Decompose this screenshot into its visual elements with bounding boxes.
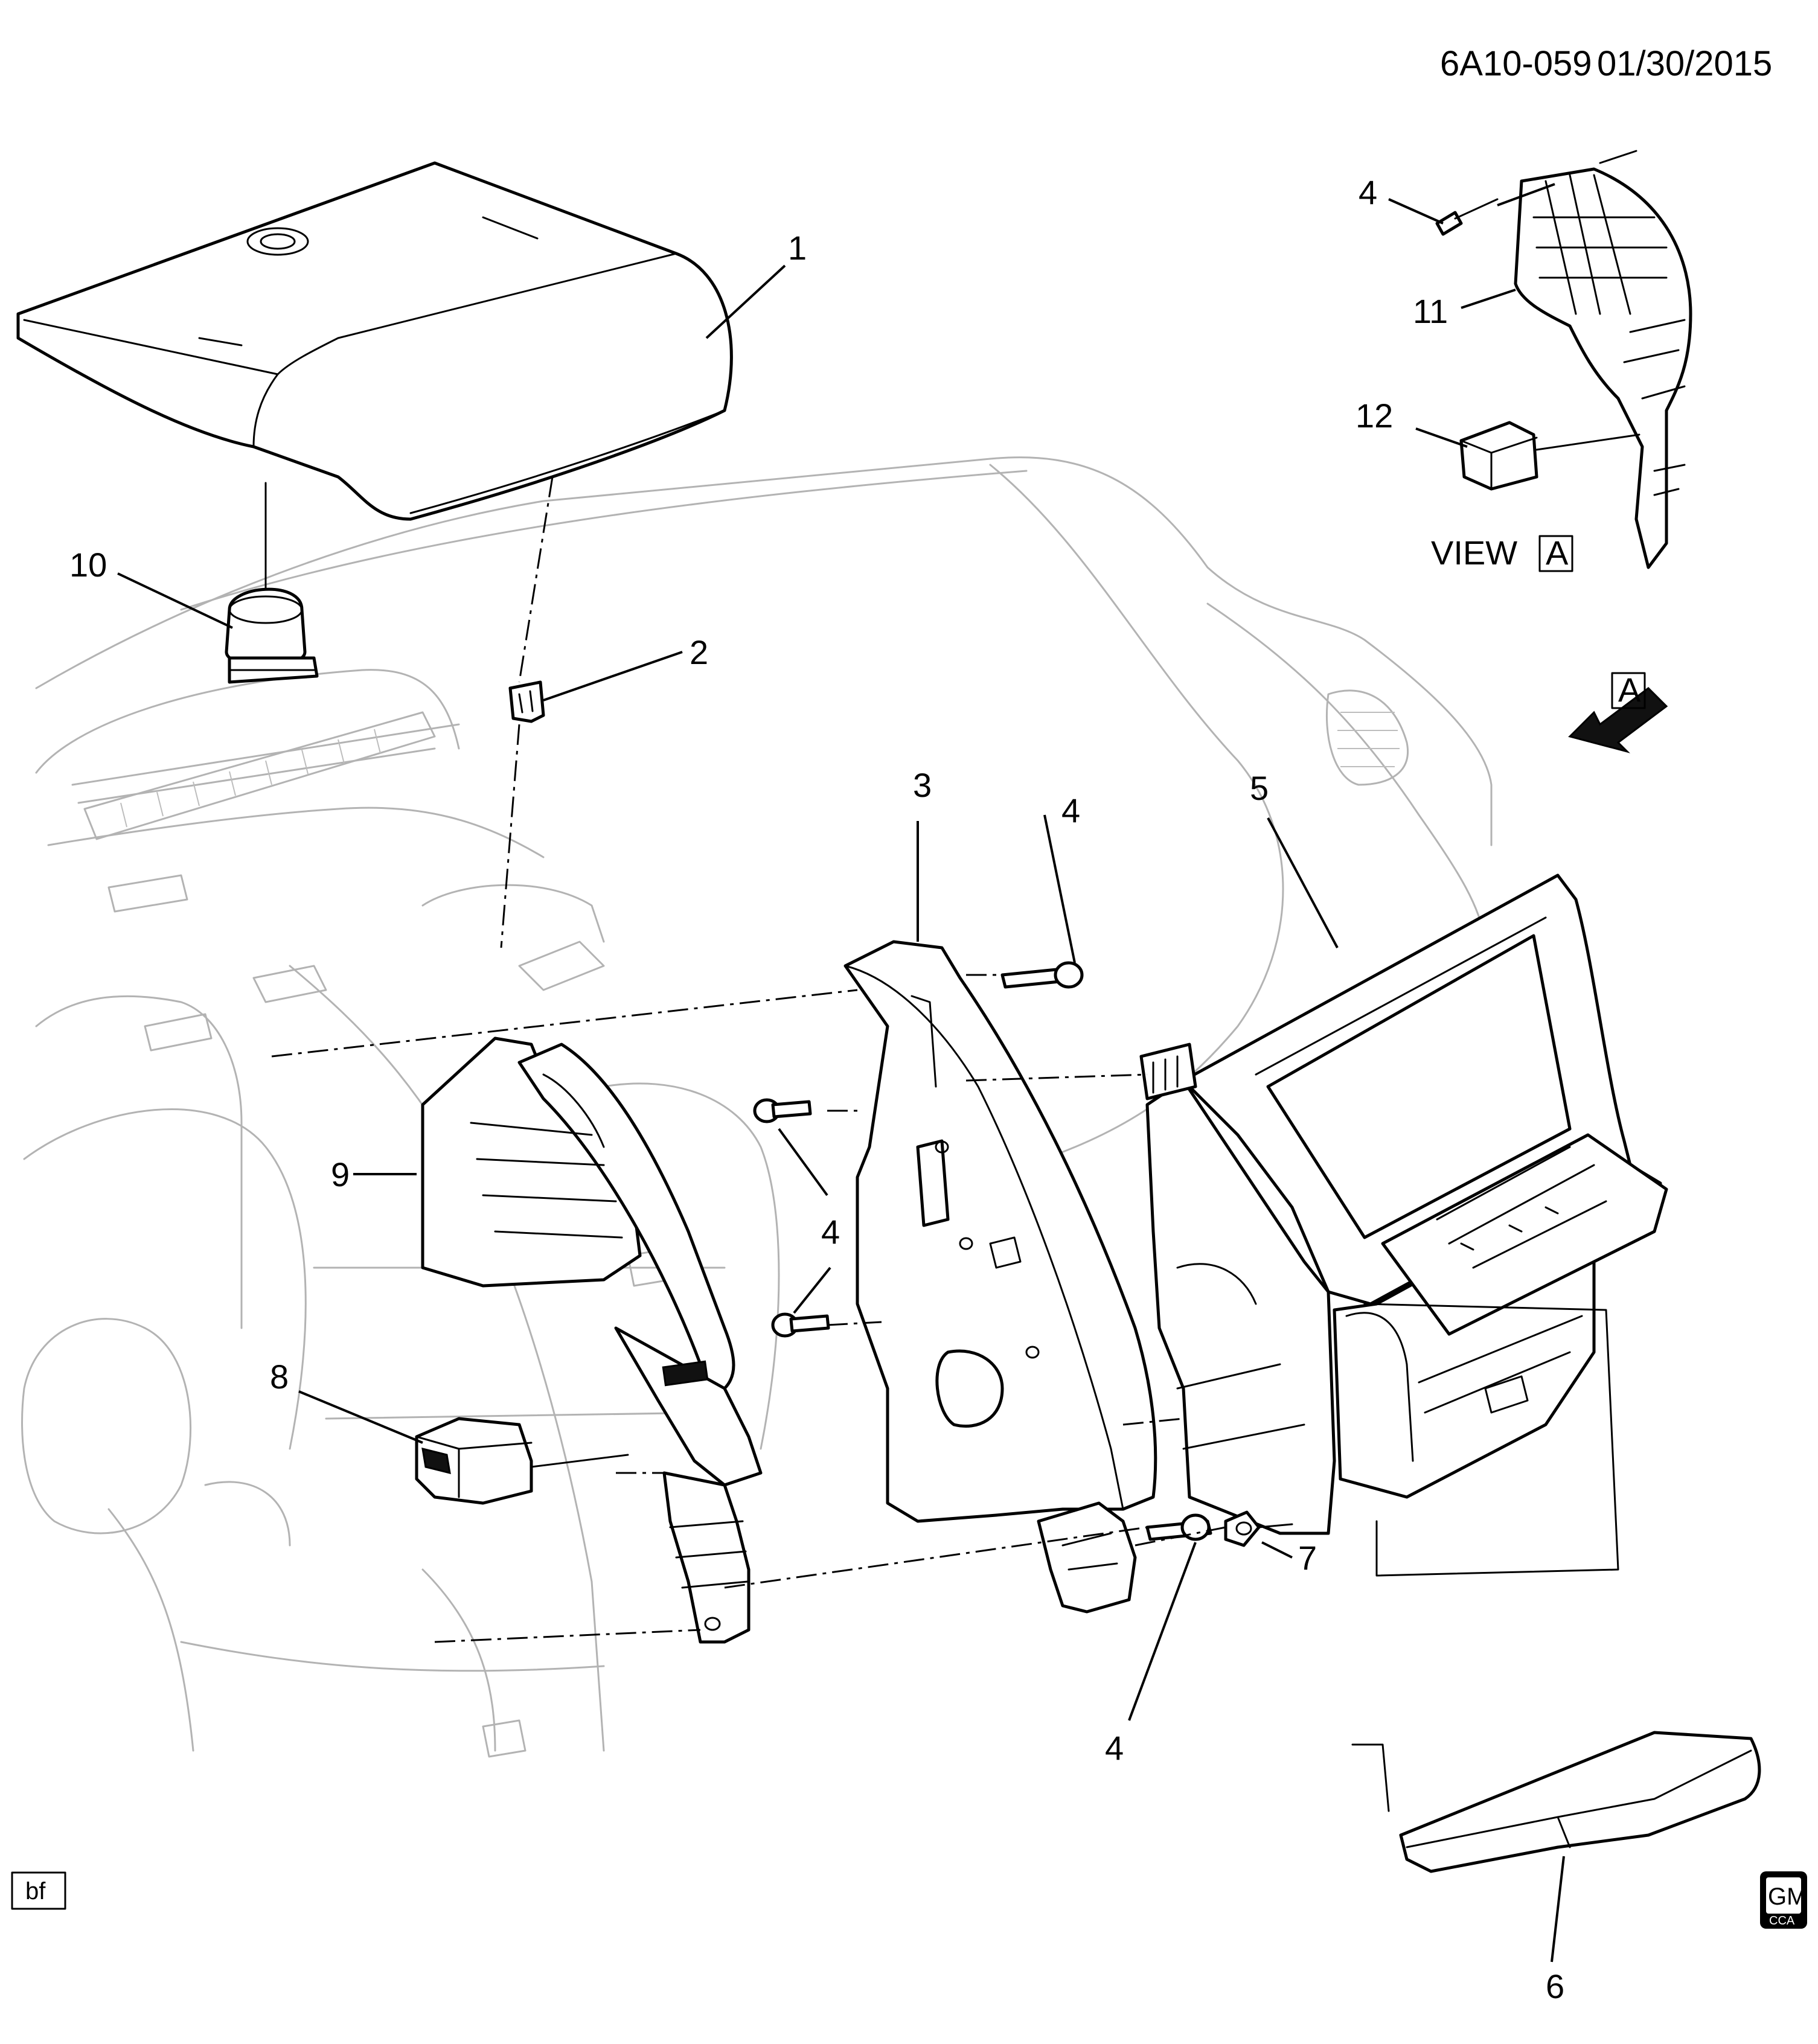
illustrator-code-box <box>11 1871 66 1910</box>
part-2-clip <box>500 476 554 948</box>
callout-6: 6 <box>1546 1967 1564 2005</box>
part-6-tray <box>1351 1303 1761 1963</box>
diagram-id: 6A10-059 <box>1440 44 1592 83</box>
screw-lower-left <box>771 1266 831 1338</box>
view-direction-arrow: A <box>1568 671 1668 753</box>
callout-8: 8 <box>270 1358 289 1396</box>
callout-5: 5 <box>1250 769 1269 807</box>
callout-4-bottom: 4 <box>1105 1729 1124 1767</box>
callout-1: 1 <box>788 229 807 267</box>
view-a-detail: VIEW A <box>1388 150 1692 572</box>
screw-mid-left <box>753 1098 828 1196</box>
part-7-nut <box>1224 1510 1293 1559</box>
part-1-top-cover <box>16 161 733 521</box>
screw-bottom <box>1128 1513 1212 1721</box>
callout-10: 10 <box>69 546 107 584</box>
view-a-letter: A <box>1546 534 1569 572</box>
gm-logo: GM CCA <box>1760 1871 1807 1929</box>
illustrator-code: bf <box>25 1878 46 1905</box>
part-9-air-outlet <box>353 1036 763 1644</box>
arrow-marker-letter: A <box>1618 671 1641 709</box>
part-5-display-radio <box>1139 817 1668 1535</box>
fasteners-4 <box>753 814 1212 1721</box>
view-a-label: VIEW <box>1431 534 1517 572</box>
diagram-footer: bf GM CCA <box>11 1871 1807 1929</box>
callout-11: 11 <box>1413 292 1448 330</box>
dashboard-background <box>21 456 1493 1758</box>
callout-9: 9 <box>331 1155 350 1193</box>
callout-4-mid: 4 <box>821 1213 840 1251</box>
screw-upper-bezel <box>1000 814 1084 989</box>
gm-logo-subtext: CCA <box>1769 1914 1795 1927</box>
alignment-lines <box>271 974 1226 1643</box>
callout-7: 7 <box>1298 1539 1317 1577</box>
callout-4-upper: 4 <box>1061 791 1080 829</box>
part-10-sensor <box>225 482 319 684</box>
view-a-letter-box <box>1538 535 1573 572</box>
callout-12: 12 <box>1355 397 1393 435</box>
callout-labels: 1 2 3 4 4 4 4 4 5 6 7 8 9 10 11 12 <box>69 173 1564 2005</box>
gm-logo-text: GM <box>1768 1883 1807 1910</box>
callout-4-view: 4 <box>1359 173 1377 211</box>
callout-3: 3 <box>913 766 932 804</box>
callout-2: 2 <box>690 633 708 671</box>
diagram-header: 6A10-059 01/30/2015 <box>1440 44 1772 83</box>
part-3-bezel <box>843 821 1157 1614</box>
part-8-switch <box>298 1390 629 1505</box>
diagram-date: 01/30/2015 <box>1597 44 1772 83</box>
